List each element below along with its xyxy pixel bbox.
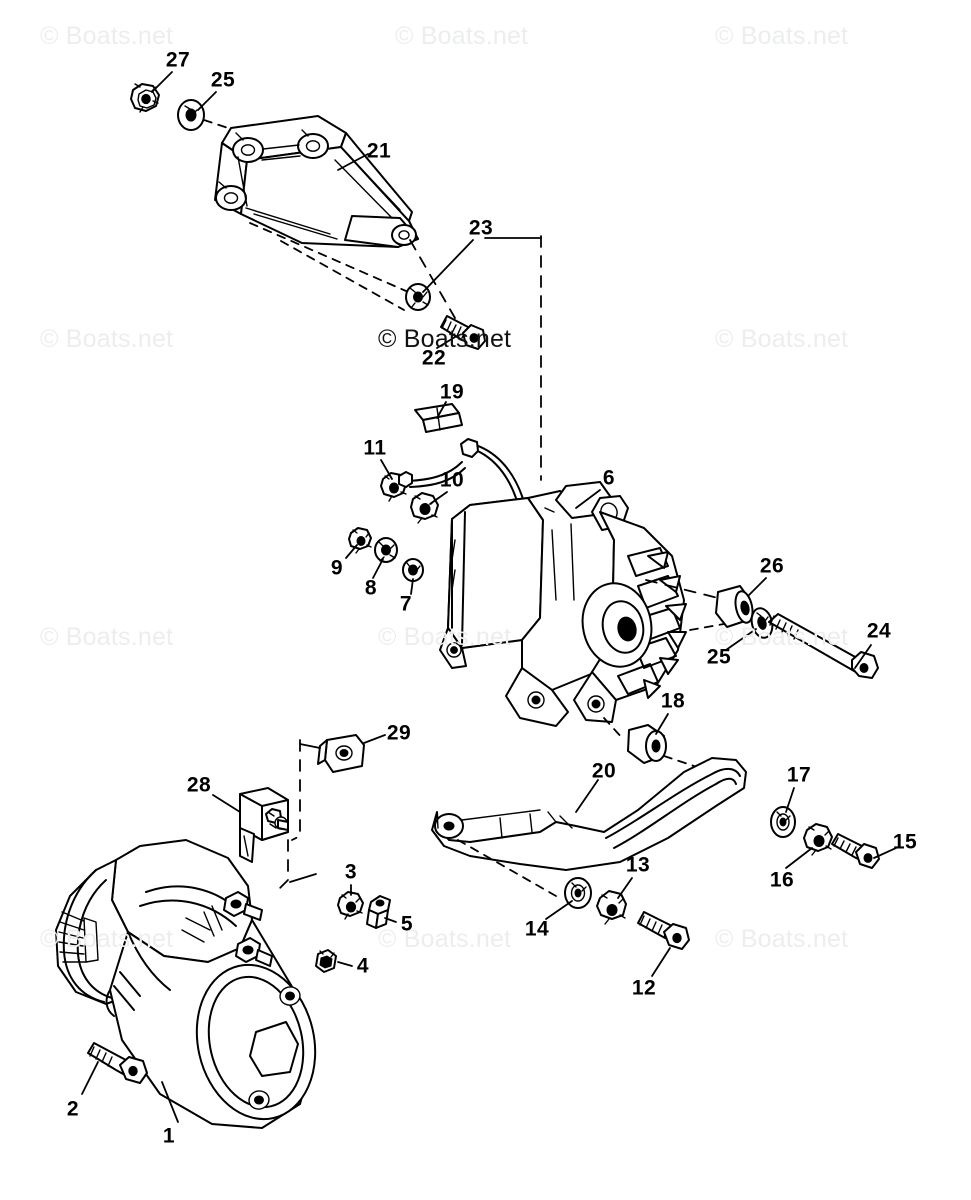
callout-number-24: 24 (866, 619, 892, 643)
part-9-small-nut (348, 527, 372, 554)
callout-number-18: 18 (660, 689, 686, 713)
callout-number-2: 2 (66, 1097, 80, 1121)
callout-number-28: 28 (186, 773, 212, 797)
callout-number-27: 27 (165, 48, 191, 72)
part-10-hex-nut (410, 492, 439, 524)
callout-number-8: 8 (364, 576, 378, 600)
callout-number-19: 19 (439, 380, 465, 404)
callout-number-26: 26 (759, 554, 785, 578)
part-1-starter-motor (55, 839, 317, 1129)
part-7-washer (402, 558, 424, 582)
callout-number-15: 15 (892, 830, 918, 854)
callout-number-10: 10 (439, 468, 465, 492)
part-8-lock-washer (374, 537, 398, 563)
callout-number-29: 29 (386, 721, 412, 745)
callout-number-17: 17 (786, 763, 812, 787)
callout-number-23: 23 (468, 216, 494, 240)
part-21-alternator-bracket (214, 115, 419, 248)
callout-number-25a: 25 (210, 68, 236, 92)
callout-number-13: 13 (625, 853, 651, 877)
part-26-spacer-sleeve (715, 585, 754, 628)
part-18-spacer-bushing (627, 724, 667, 764)
part-3-hex-nut (337, 891, 364, 920)
callout-number-9: 9 (330, 556, 344, 580)
part-4-terminal-nut (315, 949, 337, 973)
callout-number-14: 14 (524, 917, 550, 941)
part-16-lock-washer (803, 823, 833, 856)
callout-number-7: 7 (399, 592, 413, 616)
callout-number-21: 21 (366, 139, 392, 163)
part-5-terminal-stud (366, 895, 391, 929)
callout-number-12: 12 (631, 976, 657, 1000)
callout-number-3: 3 (344, 860, 358, 884)
part-13-lock-washer (596, 890, 627, 925)
callout-number-4: 4 (356, 954, 370, 978)
callout-number-22: 22 (421, 346, 447, 370)
callout-number-5: 5 (400, 912, 414, 936)
part-15-hex-bolt (831, 833, 880, 869)
part-25-washer-top (177, 99, 205, 131)
part-6-alternator (398, 438, 687, 727)
part-17-flat-washer (770, 806, 796, 838)
callout-number-20: 20 (591, 759, 617, 783)
part-22-hex-bolt (440, 315, 486, 350)
callout-number-11: 11 (363, 436, 387, 460)
part-12-hex-bolt (637, 911, 690, 950)
callout-number-6: 6 (602, 466, 616, 490)
callout-number-25b: 25 (706, 645, 732, 669)
part-19-key-pin (414, 403, 463, 433)
callout-number-1: 1 (162, 1124, 176, 1148)
part-24-long-bolt (768, 613, 879, 679)
callout-number-16: 16 (769, 868, 795, 892)
part-2-starter-bolt (87, 1042, 148, 1084)
part-20-adjusting-arm (431, 757, 747, 871)
part-28-starter-solenoid (239, 787, 289, 863)
part-29-insulator-block (317, 734, 365, 773)
